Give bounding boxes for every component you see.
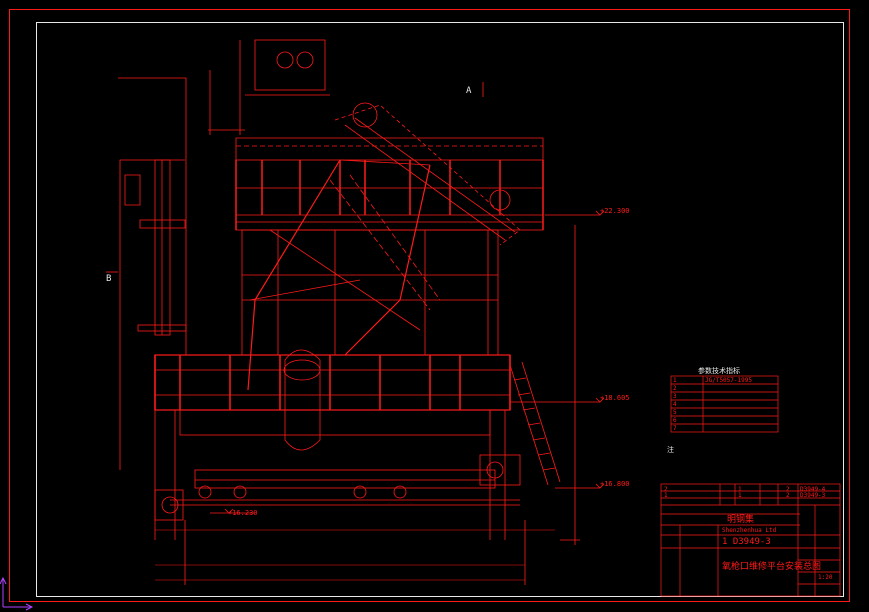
ucs-icon [0,576,34,611]
title-block-grid [660,483,841,597]
param-row-3-no: 3 [673,393,677,400]
drawing-scale: 1:20 [818,574,833,581]
drawing-note: 注 [667,446,674,454]
param-row-4-no: 4 [673,401,677,408]
view-mark-b: B [106,274,112,284]
company-name: 明钢集 [727,515,755,525]
elevation-low: +16.800 [600,480,630,488]
elevation-mid: +18.605 [600,394,630,402]
param-row-1-no: 1 [673,377,677,384]
drawing-number: 1 D3949-3 [722,537,771,547]
param-row-2-no: 2 [673,385,677,392]
param-row-5-no: 5 [673,409,677,416]
parts-row-2-qty: 1 [738,492,742,499]
elevation-base: +16.230 [228,509,258,517]
parts-row-2-sheet: 2 [786,492,790,499]
elevation-top: +22.300 [600,207,630,215]
param-row-7-no: 7 [673,425,677,432]
drawing-border [9,9,850,602]
general-assembly-elevation [106,39,605,585]
parts-row-1-sheet: 2 [786,486,790,493]
drawing-title: 氧枪口维修平台安装总图 [722,562,822,572]
param-row-6-no: 6 [673,417,677,424]
company-subtitle: Shenzhenhua Ltd [722,527,777,534]
parts-row-1-qty: 1 [738,486,742,493]
parameter-table-grid [670,375,779,433]
parts-row-2-dwg: D3949-3 [800,492,826,499]
parts-row-2-no: 1 [664,492,668,499]
parts-row-1-no: 2 [664,486,668,493]
param-row-1-value: JG/T5057-1995 [705,377,752,384]
param-table-title: 参数技术指标 [698,367,740,375]
view-mark-a: A [466,86,472,96]
parts-row-1-dwg: D3949-4 [800,486,826,493]
